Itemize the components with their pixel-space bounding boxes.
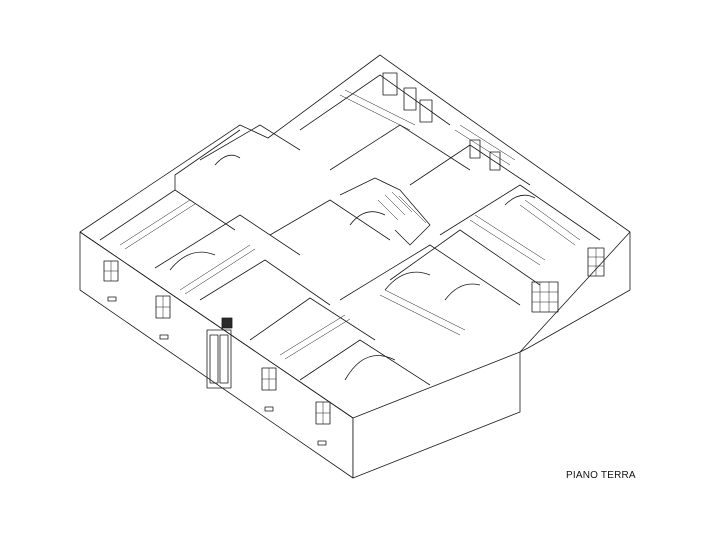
- staircase: [339, 177, 431, 246]
- ceiling-beams: [119, 89, 581, 360]
- facade-windows: [103, 260, 331, 446]
- entrance-door: [206, 317, 233, 389]
- arches: [169, 154, 536, 381]
- outer-walls: [79, 54, 631, 479]
- back-wall-windows: [382, 72, 501, 171]
- drawing-caption: PIANO TERRA: [566, 470, 636, 481]
- right-facade-windows: [531, 247, 605, 313]
